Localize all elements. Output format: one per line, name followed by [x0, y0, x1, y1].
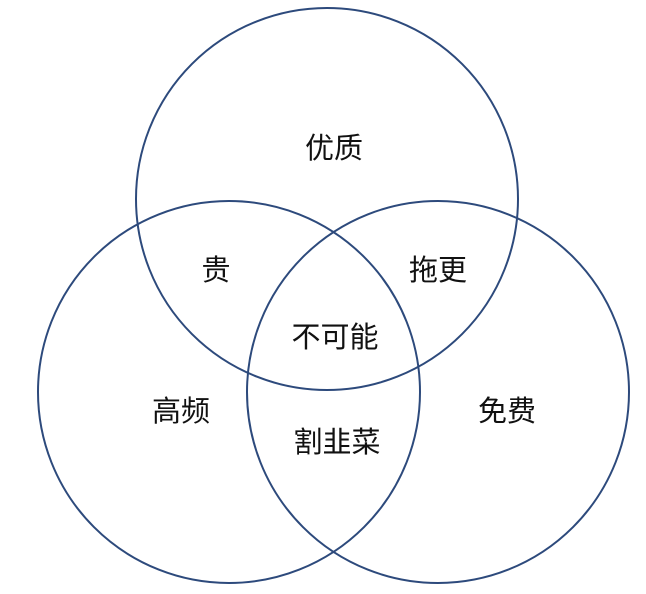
label-right-set: 免费: [477, 394, 537, 428]
label-top-set: 优质: [304, 131, 364, 165]
circle-top: [135, 7, 519, 391]
label-left-set: 高频: [151, 394, 211, 428]
label-center-intersection: 不可能: [291, 320, 379, 354]
circle-left: [37, 200, 421, 584]
label-top-right-intersection: 拖更: [408, 253, 468, 287]
circle-right: [246, 200, 630, 584]
label-top-left-intersection: 贵: [201, 253, 231, 287]
label-left-right-intersection: 割韭菜: [293, 425, 381, 459]
